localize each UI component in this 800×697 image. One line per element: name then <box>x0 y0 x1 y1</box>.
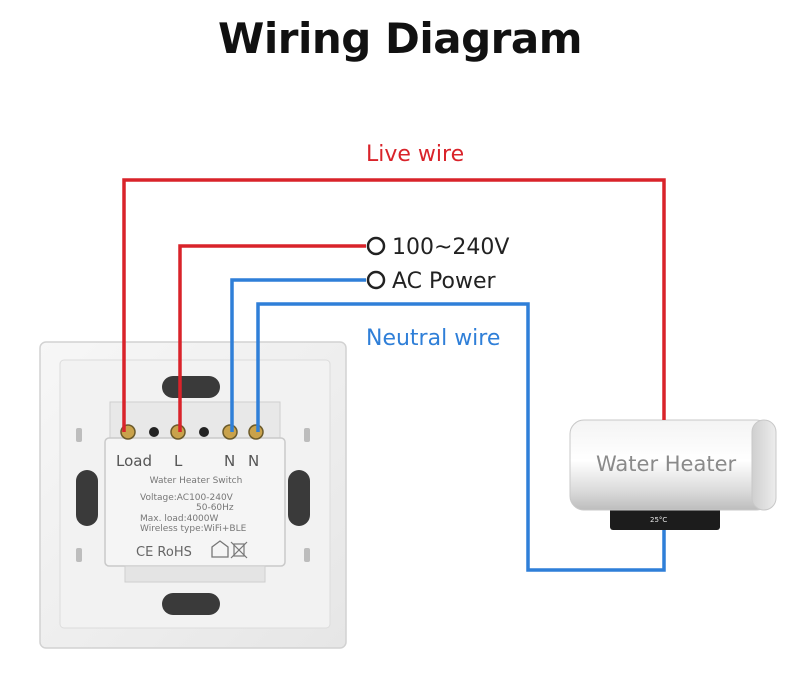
house-icon <box>211 540 229 558</box>
neutral-wire-path <box>230 278 666 572</box>
diagram-title: Wiring Diagram <box>218 14 582 63</box>
ac-terminal-neutral <box>366 270 386 290</box>
terminal-screw-l <box>170 424 186 440</box>
terminal-screw-n2 <box>248 424 264 440</box>
terminal-label-n1: N <box>224 452 235 470</box>
weee-bin-icon <box>230 541 248 559</box>
terminal-label-load: Load <box>116 452 152 470</box>
ac-terminal-live <box>366 236 386 256</box>
terminal-screw-n1 <box>222 424 238 440</box>
heater-label: Water Heater <box>596 452 736 476</box>
water-heater: Water Heater 25°C <box>569 419 777 530</box>
product-name: Water Heater Switch <box>150 476 243 486</box>
heater-display: 25°C <box>650 516 667 524</box>
ac-power-label: AC Power <box>392 269 496 294</box>
live-wire-path <box>122 178 666 432</box>
voltage-label: 100~240V <box>392 235 509 260</box>
wireless-spec: Wireless type:WiFi+BLE <box>140 524 247 534</box>
max-load-spec: Max. load:4000W <box>140 514 218 524</box>
live-wire-label: Live wire <box>366 142 464 167</box>
voltage-spec: Voltage:AC100-240V <box>140 493 234 503</box>
frequency-spec: 50-60Hz <box>196 503 234 513</box>
neutral-wire-label: Neutral wire <box>366 326 500 351</box>
switch-module: Load L N N Water Heater Switch Voltage:A… <box>104 401 286 583</box>
certification-marks: CE RoHS <box>136 545 192 560</box>
terminal-label-n2: N <box>248 452 259 470</box>
terminal-label-l: L <box>174 452 183 470</box>
